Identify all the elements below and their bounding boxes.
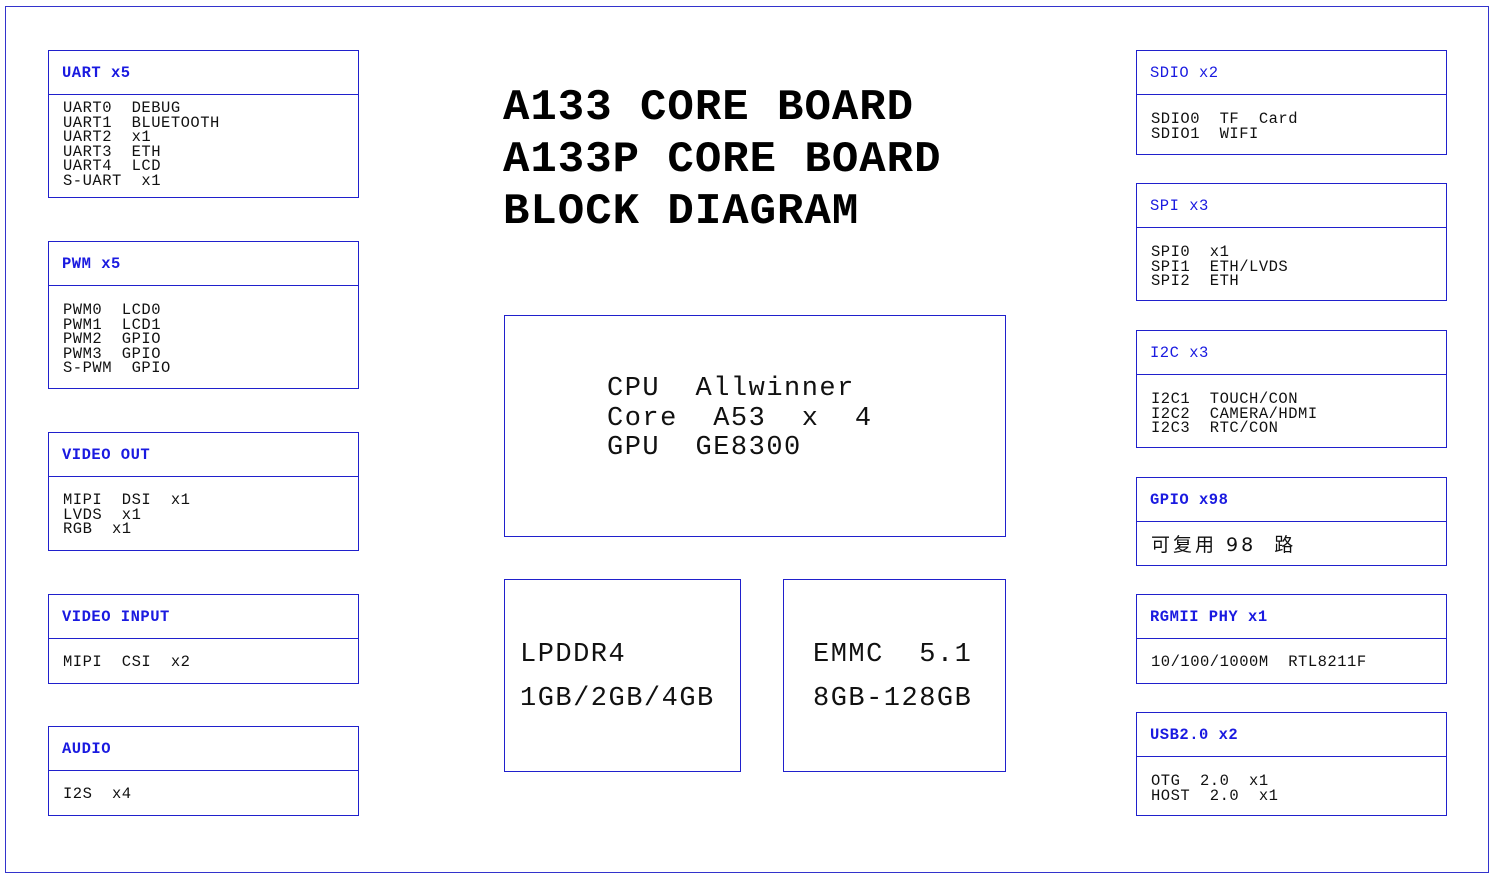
video-input-body: MIPI CSI x2 [49,639,358,671]
usb-body: OTG 2.0 x1 HOST 2.0 x1 [1137,757,1446,803]
lpddr-line: 1GB/2GB/4GB [520,684,715,714]
spi-line: SPI1 ETH/LVDS [1151,257,1289,276]
uart-body: UART0 DEBUG UART1 BLUETOOTH UART2 x1 UAR… [49,95,358,189]
i2c-line: I2C3 RTC/CON [1151,419,1279,438]
i2c-body: I2C1 TOUCH/CON I2C2 CAMERA/HDMI I2C3 RTC… [1137,375,1446,436]
pwm-line: PWM1 LCD1 [63,315,162,334]
i2c-header: I2C x3 [1137,331,1446,375]
pwm-block: PWM x5 PWM0 LCD0 PWM1 LCD1 PWM2 GPIO PWM… [48,241,359,389]
video-out-body: MIPI DSI x1 LVDS x1 RGB x1 [49,477,358,537]
gpio-body: 可复用 98 路 [1137,522,1446,556]
rgmii-block: RGMII PHY x1 10/100/1000M RTL8211F [1136,594,1447,684]
emmc-line: 8GB-128GB [813,684,973,714]
cpu-block: CPU Allwinner Core A53 x 4 GPU GE8300 [504,315,1006,537]
spi-block: SPI x3 SPI0 x1 SPI1 ETH/LVDS SPI2 ETH [1136,183,1447,301]
video-out-header: VIDEO OUT [49,433,358,477]
video-out-line: RGB x1 [63,520,132,539]
audio-header: AUDIO [49,727,358,771]
audio-line: I2S x4 [63,785,132,803]
sdio-block: SDIO x2 SDIO0 TF Card SDIO1 WIFI [1136,50,1447,155]
i2c-line: I2C2 CAMERA/HDMI [1151,404,1318,423]
uart-line: UART0 DEBUG [63,99,181,117]
emmc-block: EMMC 5.1 8GB-128GB [783,579,1006,772]
spi-header: SPI x3 [1137,184,1446,228]
cpu-line: Core A53 x 4 [607,404,873,434]
sdio-body: SDIO0 TF Card SDIO1 WIFI [1137,95,1446,141]
video-input-header: VIDEO INPUT [49,595,358,639]
pwm-line: S-PWM GPIO [63,359,171,378]
title-line-2: A133P CORE BOARD [503,135,942,185]
gpio-line: 可复用 98 路 [1151,534,1297,556]
usb-header: USB2.0 x2 [1137,713,1446,757]
video-out-line: MIPI DSI x1 [63,491,191,509]
rgmii-body: 10/100/1000M RTL8211F [1137,639,1446,671]
title-line-3: BLOCK DIAGRAM [503,187,860,237]
cpu-line: GPU GE8300 [607,433,802,463]
i2c-block: I2C x3 I2C1 TOUCH/CON I2C2 CAMERA/HDMI I… [1136,330,1447,448]
usb-block: USB2.0 x2 OTG 2.0 x1 HOST 2.0 x1 [1136,712,1447,816]
rgmii-header: RGMII PHY x1 [1137,595,1446,639]
uart-line: UART4 LCD [63,157,162,176]
uart-line: S-UART x1 [63,171,162,190]
gpio-header: GPIO x98 [1137,478,1446,522]
uart-header: UART x5 [49,51,358,95]
lpddr-block: LPDDR4 1GB/2GB/4GB [504,579,741,772]
spi-line: SPI0 x1 [1151,243,1230,261]
uart-block: UART x5 UART0 DEBUG UART1 BLUETOOTH UART… [48,50,359,198]
i2c-line: I2C1 TOUCH/CON [1151,390,1299,408]
video-out-line: LVDS x1 [63,505,142,524]
gpio-block: GPIO x98 可复用 98 路 [1136,477,1447,566]
rgmii-line: 10/100/1000M RTL8211F [1151,653,1367,671]
pwm-line: PWM0 LCD0 [63,301,162,319]
lpddr-line: LPDDR4 [520,640,627,670]
sdio-header: SDIO x2 [1137,51,1446,95]
video-out-block: VIDEO OUT MIPI DSI x1 LVDS x1 RGB x1 [48,432,359,551]
uart-line: UART2 x1 [63,128,152,147]
uart-line: UART3 ETH [63,142,162,161]
video-input-block: VIDEO INPUT MIPI CSI x2 [48,594,359,684]
video-input-line: MIPI CSI x2 [63,653,191,671]
cpu-line: CPU Allwinner [607,374,855,404]
spi-body: SPI0 x1 SPI1 ETH/LVDS SPI2 ETH [1137,228,1446,289]
pwm-body: PWM0 LCD0 PWM1 LCD1 PWM2 GPIO PWM3 GPIO … [49,286,358,376]
emmc-line: EMMC 5.1 [813,640,973,670]
audio-body: I2S x4 [49,771,358,803]
pwm-header: PWM x5 [49,242,358,286]
usb-line: HOST 2.0 x1 [1151,786,1279,805]
pwm-line: PWM2 GPIO [63,330,162,349]
sdio-line: SDIO1 WIFI [1151,124,1259,143]
title-line-1: A133 CORE BOARD [503,83,915,133]
diagram-frame [5,6,1489,873]
pwm-line: PWM3 GPIO [63,344,162,363]
audio-block: AUDIO I2S x4 [48,726,359,816]
uart-line: UART1 BLUETOOTH [63,113,220,132]
usb-line: OTG 2.0 x1 [1151,772,1269,790]
sdio-line: SDIO0 TF Card [1151,110,1299,128]
spi-line: SPI2 ETH [1151,272,1240,291]
